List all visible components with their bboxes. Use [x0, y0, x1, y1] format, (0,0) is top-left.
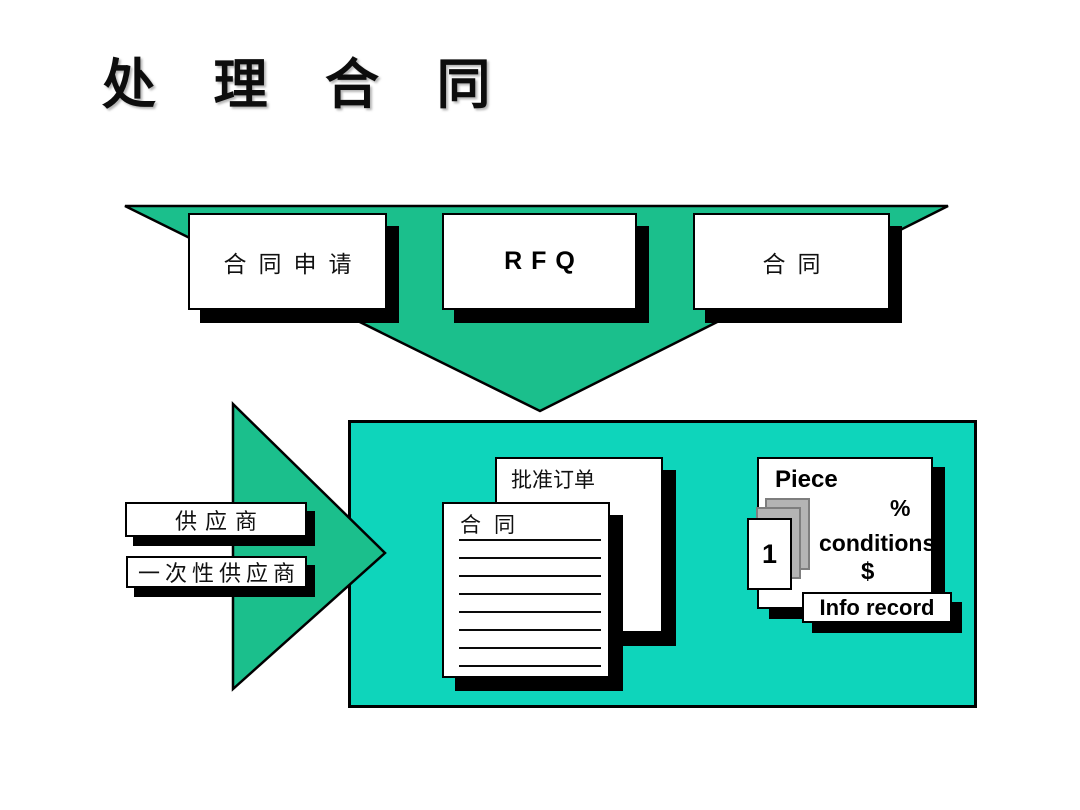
- conditions-label: conditions: [819, 530, 936, 556]
- rfq-label: RFQ: [504, 247, 584, 275]
- card-number-one: 1: [747, 518, 792, 590]
- info-record-label: Info record: [819, 594, 935, 620]
- contract-request-box: 合同申请: [188, 213, 387, 310]
- card-number-label: 1: [761, 538, 778, 569]
- contract-request-label: 合同申请: [223, 251, 364, 277]
- info-record-box: Info record: [802, 592, 952, 623]
- one-time-supplier-label: 一次性供应商: [137, 561, 300, 586]
- percent-label: %: [890, 495, 911, 521]
- supplier-label: 供应商: [174, 508, 265, 534]
- rfq-box: RFQ: [442, 213, 637, 310]
- contract-label: 合同: [762, 251, 833, 277]
- ruled-line: [459, 665, 601, 667]
- approved-order-title: 批准订单: [511, 468, 595, 492]
- one-time-supplier-box: 一次性供应商: [126, 556, 307, 588]
- ruled-line: [459, 647, 601, 649]
- contract-box: 合同: [693, 213, 890, 310]
- ruled-line: [459, 593, 601, 595]
- contract-document: 合同: [442, 502, 610, 678]
- ruled-line: [459, 557, 601, 559]
- ruled-line: [459, 629, 601, 631]
- contract-doc-title: 合同: [460, 513, 528, 537]
- ruled-line: [459, 611, 601, 613]
- supplier-box: 供应商: [125, 502, 307, 537]
- page-title: 处 理 合 同: [102, 55, 513, 115]
- ruled-line: [459, 539, 601, 541]
- piece-label: Piece: [775, 466, 838, 493]
- dollar-label: $: [861, 558, 875, 585]
- ruled-line: [459, 575, 601, 577]
